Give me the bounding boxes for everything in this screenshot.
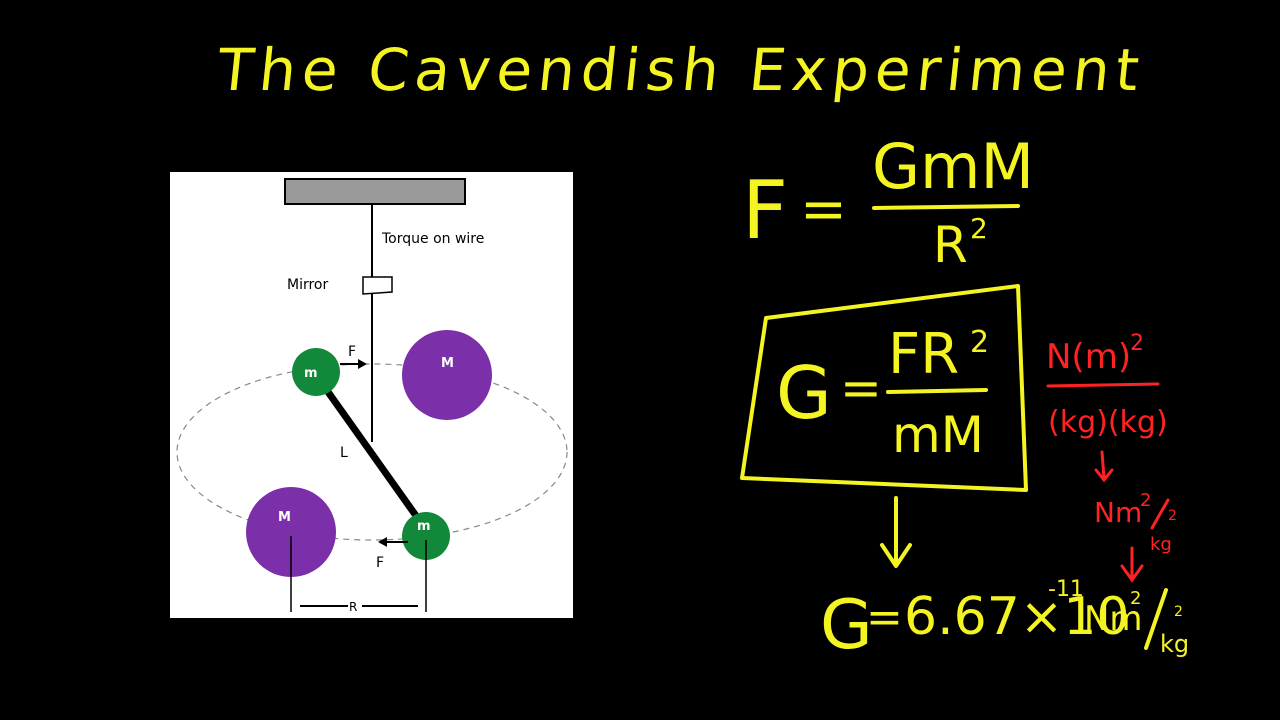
result-unit-exponent: 2 (1130, 588, 1141, 609)
small-mass-bottom (402, 512, 450, 560)
ceiling-support (284, 178, 466, 205)
rotation-path (176, 363, 568, 541)
formula1-numerator: GmM (872, 130, 1034, 203)
length-label: L (340, 445, 348, 461)
formula-box (740, 284, 1028, 492)
result-equals: = (866, 592, 903, 643)
force-label-top: F (348, 344, 356, 360)
force-arrow-bottom (378, 537, 387, 547)
small-mass-bottom-label: m (417, 519, 431, 534)
formula1-lhs: F (742, 164, 788, 257)
small-mass-top (292, 348, 340, 396)
units-num-exponent: 2 (1130, 331, 1144, 356)
formula2-equals: = (840, 359, 882, 417)
formula1-equals: = (800, 177, 847, 242)
result-lhs: G (820, 586, 873, 665)
cavendish-diagram: Torque on wire Mirror M M m m F F L R (170, 172, 573, 618)
result-unit-denominator: kg (1160, 630, 1189, 658)
formula1-exponent: 2 (970, 212, 988, 245)
large-mass-top-label: M (441, 356, 454, 371)
force-label-bottom: F (376, 555, 384, 571)
units-simplified-exponent: 2 (1140, 490, 1151, 511)
force-arrow-top (358, 359, 367, 369)
formula1-denominator: R (933, 216, 968, 274)
large-mass-bottom-label: M (278, 510, 291, 525)
mirror-icon (362, 276, 393, 295)
result-unit: Nm (1084, 599, 1143, 639)
units-simplified-den-exponent: 2 (1168, 508, 1177, 524)
result-value: 6.67×10 (904, 587, 1130, 647)
mirror-label: Mirror (287, 277, 328, 293)
large-mass-top (402, 330, 492, 420)
formula2-lhs: G (776, 351, 832, 435)
formula2-exponent: 2 (970, 325, 989, 360)
formula2-numerator: FR (888, 322, 959, 387)
result-exponent: -11 (1048, 577, 1084, 602)
torsion-rod (313, 372, 427, 530)
units-simplified-denominator: kg (1150, 534, 1172, 555)
distance-label: R (349, 600, 357, 614)
small-mass-top-label: m (304, 366, 318, 381)
result-unit-den-exponent: 2 (1174, 604, 1183, 620)
units-denominator: (kg)(kg) (1048, 405, 1168, 440)
units-simplified: Nm (1094, 496, 1142, 529)
torque-label: Torque on wire (381, 231, 484, 247)
units-numerator: N(m) (1046, 337, 1131, 377)
large-mass-bottom (246, 487, 336, 577)
formula2-denominator: mM (892, 406, 984, 464)
